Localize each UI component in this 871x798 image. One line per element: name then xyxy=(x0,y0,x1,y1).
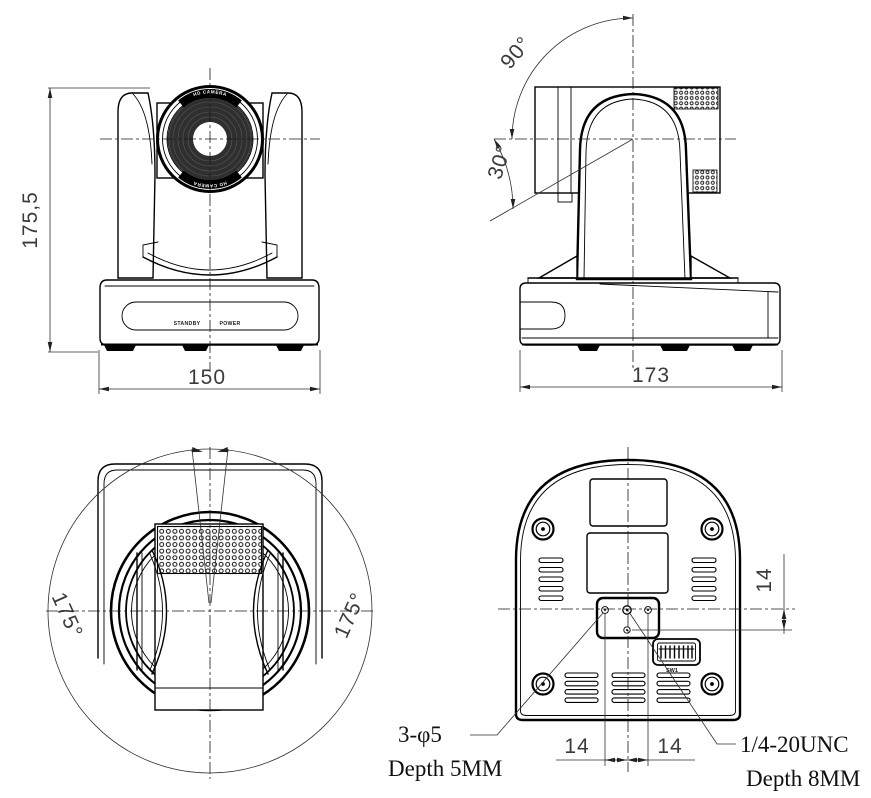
side-arm-arch xyxy=(575,92,693,281)
side-base xyxy=(519,277,781,351)
bottom-vent-lower-3 xyxy=(656,672,691,703)
tripod-note-line1: 1/4-20UNC xyxy=(740,732,849,757)
front-foot-left xyxy=(104,345,136,351)
bottom-screw-bottom-right xyxy=(700,672,724,696)
bottom-screw-top-right xyxy=(700,517,724,541)
bottom-shell-outline xyxy=(514,458,742,722)
screw-note-line1: 3-φ5 xyxy=(398,722,442,747)
side-gusset-right xyxy=(690,254,733,279)
top-arm-left xyxy=(136,549,168,675)
side-gusset-left xyxy=(536,254,578,279)
front-width-dimension: 150 xyxy=(98,350,321,394)
front-foot-center xyxy=(182,345,209,351)
vertical-offset-text: 14 xyxy=(753,567,776,592)
bottom-label-recess-1 xyxy=(589,478,668,527)
front-base: STANDBY POWER xyxy=(99,279,320,351)
standby-label: STANDBY xyxy=(174,321,201,327)
bottom-dip-switch: SW1 xyxy=(652,638,701,674)
front-height-dimension: 175,5 xyxy=(19,87,150,353)
mount-hole-left xyxy=(601,606,609,614)
bottom-vent-upper-left xyxy=(538,557,564,602)
side-speaker-perforation-top xyxy=(673,87,719,110)
front-left-arm xyxy=(117,92,156,279)
top-arm-right xyxy=(252,549,284,675)
top-head-body xyxy=(154,523,264,711)
lens-glass xyxy=(167,96,253,182)
width-dim-text: 150 xyxy=(188,366,226,389)
tripod-thread-hole xyxy=(622,605,632,615)
depth-dim-text: 173 xyxy=(632,364,670,387)
side-foot-right xyxy=(732,345,753,351)
bottom-vent-upper-right xyxy=(691,557,717,602)
bottom-view: SW1 14 14 14 3-φ5 Depth 5MM xyxy=(388,447,860,791)
hole-spacing-right-text: 14 xyxy=(657,735,682,758)
tripod-thread-note: 1/4-20UNC Depth 8MM xyxy=(628,611,860,791)
tripod-note-line2: Depth 8MM xyxy=(746,766,860,791)
tilt-up-angle-text: 90° xyxy=(496,32,536,73)
front-right-arm xyxy=(264,92,303,279)
dip-switch-label: SW1 xyxy=(666,668,678,674)
top-speaker-perforation xyxy=(156,525,263,575)
screw-hole-note: 3-φ5 Depth 5MM xyxy=(388,612,604,781)
front-view: HD CAMERA HD CAMERA STANDBY POWER 175, xyxy=(19,68,321,394)
front-foot-right xyxy=(276,345,304,351)
side-depth-dimension: 173 xyxy=(519,350,783,392)
bottom-vent-lower-2 xyxy=(611,672,646,703)
bottom-hole-spacing-dimension: 14 14 xyxy=(556,614,695,766)
mount-hole-lower xyxy=(623,626,631,634)
tilt-down-angle-text: 30° xyxy=(484,142,517,182)
side-speaker-perforation-bottom xyxy=(692,169,718,193)
power-label: POWER xyxy=(219,321,240,327)
screw-note-line2: Depth 5MM xyxy=(388,756,502,781)
bottom-screw-bottom-left xyxy=(531,672,555,696)
bottom-screw-top-left xyxy=(531,517,555,541)
side-foot-center xyxy=(660,345,690,351)
side-view: 90° 30° 173 xyxy=(484,14,783,392)
hole-spacing-left-text: 14 xyxy=(564,735,589,758)
side-panel-edge xyxy=(519,301,566,330)
side-foot-left xyxy=(577,345,600,351)
height-dim-text: 175,5 xyxy=(19,191,42,249)
pan-left-angle-text: 175° xyxy=(47,589,87,642)
pan-right-angle-text: 175° xyxy=(330,589,370,642)
top-view: 175° 175° xyxy=(46,447,374,779)
bottom-vent-lower-1 xyxy=(564,672,599,703)
bottom-label-recess-2 xyxy=(586,532,669,594)
mount-hole-right xyxy=(644,606,652,614)
bottom-vertical-offset-dimension: 14 xyxy=(632,554,792,634)
